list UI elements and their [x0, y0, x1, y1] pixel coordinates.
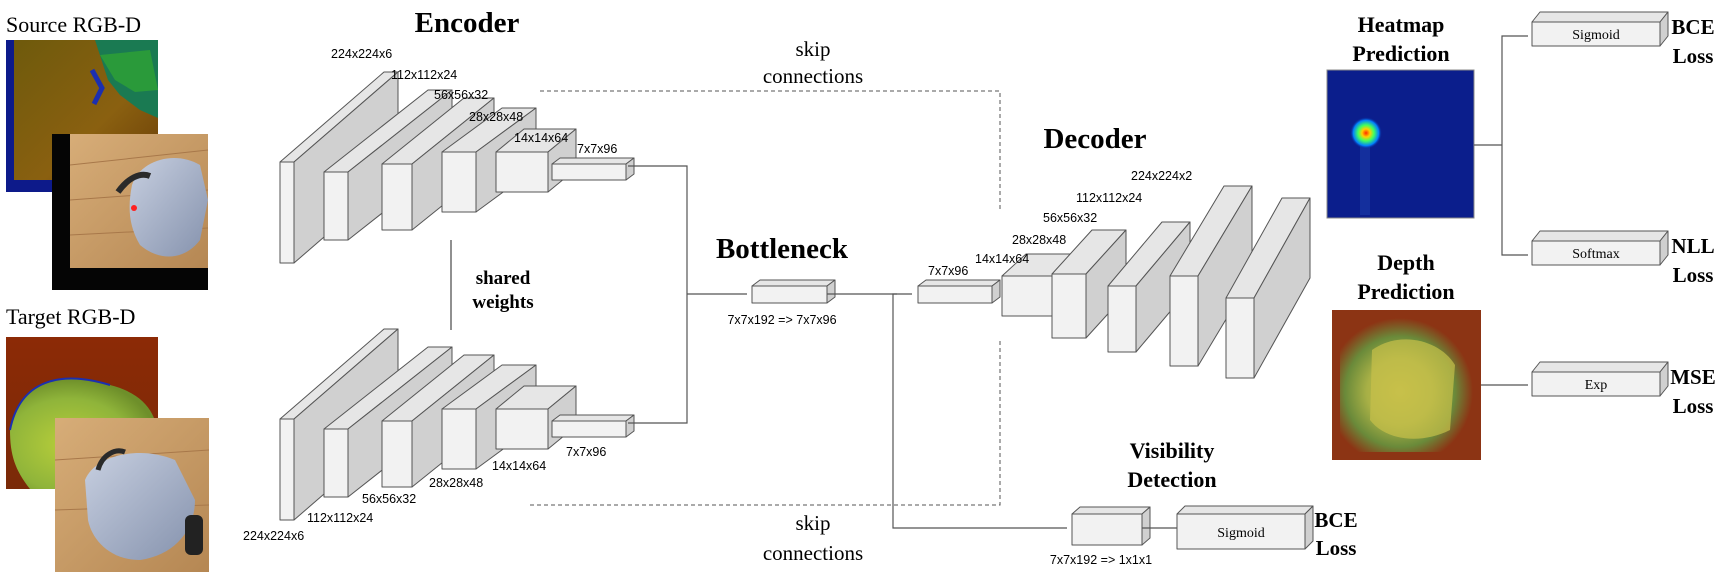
decoder-layer-dims: 7x7x96 [928, 264, 968, 278]
visibility-loss-line2: Loss [1316, 536, 1357, 560]
head-loss-line1: BCE [1671, 15, 1714, 39]
head-loss-line2: Loss [1673, 44, 1714, 68]
decoder-layer-dims: 112x112x24 [1076, 191, 1142, 205]
encoder-bottom-layer-dims: 28x28x48 [429, 476, 483, 490]
head-activation-label: Softmax [1572, 247, 1619, 262]
bottleneck-connectors [827, 293, 1067, 529]
head-loss-line2: Loss [1673, 394, 1714, 418]
decoder-layer [1225, 197, 1311, 379]
encoder-bottom-layer-dims: 7x7x96 [566, 445, 606, 459]
decoder-layer [1169, 185, 1253, 367]
encoder-title: Encoder [415, 7, 520, 39]
head-loss-line2: Loss [1673, 263, 1714, 287]
decoder-layer-dims: 224x224x2 [1131, 169, 1192, 183]
encoder-top-layer-dims: 28x28x48 [469, 110, 523, 124]
target-rgb-image [54, 418, 210, 572]
head-loss-line1: MSE [1670, 365, 1716, 389]
bottleneck-dims: 7x7x192 => 7x7x96 [727, 313, 836, 327]
decoder-layer [917, 279, 1001, 304]
skip-top-line2: connections [763, 64, 863, 88]
visibility-block [1071, 506, 1151, 546]
visibility-box [1071, 506, 1151, 546]
visibility-loss-line1: BCE [1314, 508, 1357, 532]
decoder-title: Decoder [1043, 123, 1146, 155]
encoder-top-layer-dims: 112x112x24 [391, 68, 457, 82]
decoder-layer-dims: 56x56x32 [1043, 211, 1097, 225]
depth-title-line2: Prediction [1357, 279, 1454, 304]
visibility-title-line1: Visibility [1130, 438, 1215, 463]
head-activation-box [1531, 230, 1669, 266]
visibility-activation-box: Sigmoid [1176, 505, 1314, 550]
heatmap-title-line2: Prediction [1352, 41, 1449, 66]
depth-title-line1: Depth [1377, 250, 1434, 275]
input-images: Source RGB-D Target RGB-D [6, 12, 210, 572]
head-activation-label: Sigmoid [1572, 28, 1619, 43]
skip-line-bottom [530, 340, 1001, 506]
encoder-top-layer [551, 157, 635, 181]
head-connectors [1474, 35, 1528, 386]
encoder-top-layer-dims: 56x56x32 [434, 88, 488, 102]
head-activation-box [1531, 11, 1669, 47]
visibility-title-line2: Detection [1127, 467, 1216, 492]
bottleneck-title: Bottleneck [716, 233, 849, 265]
bottleneck-box [751, 279, 836, 304]
heatmap-title-line1: Heatmap [1358, 12, 1445, 37]
bottleneck-block [751, 279, 836, 304]
skip-connections: skip connections skip connections [530, 37, 1001, 565]
skip-line-top [540, 90, 1001, 210]
head-activation-box [1531, 361, 1669, 397]
source-rgbd-label: Source RGB-D [6, 12, 141, 37]
target-rgbd-label: Target RGB-D [6, 304, 135, 329]
decoder-branch: 7x7x96 14x14x64 28x28x48 56x56x32 112x112x24… [917, 169, 1311, 379]
skip-top-line1: skip [795, 37, 830, 61]
head-activation-label: Exp [1585, 378, 1608, 393]
visibility-activation-label: Sigmoid [1217, 526, 1264, 541]
encoder-top-branch: 224x224x6 112x112x24 56x56x32 28x28x48 14x14… [279, 47, 635, 264]
encoder-top-layer-dims: 14x14x64 [514, 131, 568, 145]
encoder-bottleneck-connectors [628, 165, 747, 424]
decoder-layer [1051, 229, 1127, 339]
encoder-bottom-layer [551, 414, 635, 438]
encoder-top-layer-dims: 224x224x6 [331, 47, 392, 61]
encoder-bottom-layer-dims: 56x56x32 [362, 492, 416, 506]
visibility-dims: 7x7x192 => 1x1x1 [1050, 553, 1152, 567]
skip-bottom-line1: skip [795, 511, 830, 535]
visibility-sigmoid-box [1176, 505, 1314, 550]
heatmap-image [1326, 69, 1475, 219]
decoder-layer-dims: 14x14x64 [975, 252, 1029, 266]
decoder-layer [1107, 221, 1191, 353]
skip-bottom-line2: connections [763, 541, 863, 565]
source-depth-image [6, 40, 158, 192]
shared-weights-line2: weights [472, 292, 533, 313]
head-loss-line1: NLL [1671, 234, 1714, 258]
depth-prediction-image [1332, 310, 1481, 460]
shared-weights-line1: shared [476, 268, 531, 289]
encoder-bottom-layer-dims: 14x14x64 [492, 459, 546, 473]
decoder-layer-dims: 28x28x48 [1012, 233, 1066, 247]
encoder-bottom-layer-dims: 224x224x6 [243, 529, 304, 543]
encoder-top-layer-dims: 7x7x96 [577, 142, 617, 156]
source-rgb-image [52, 134, 209, 290]
encoder-bottom-layer-dims: 112x112x24 [307, 511, 373, 525]
